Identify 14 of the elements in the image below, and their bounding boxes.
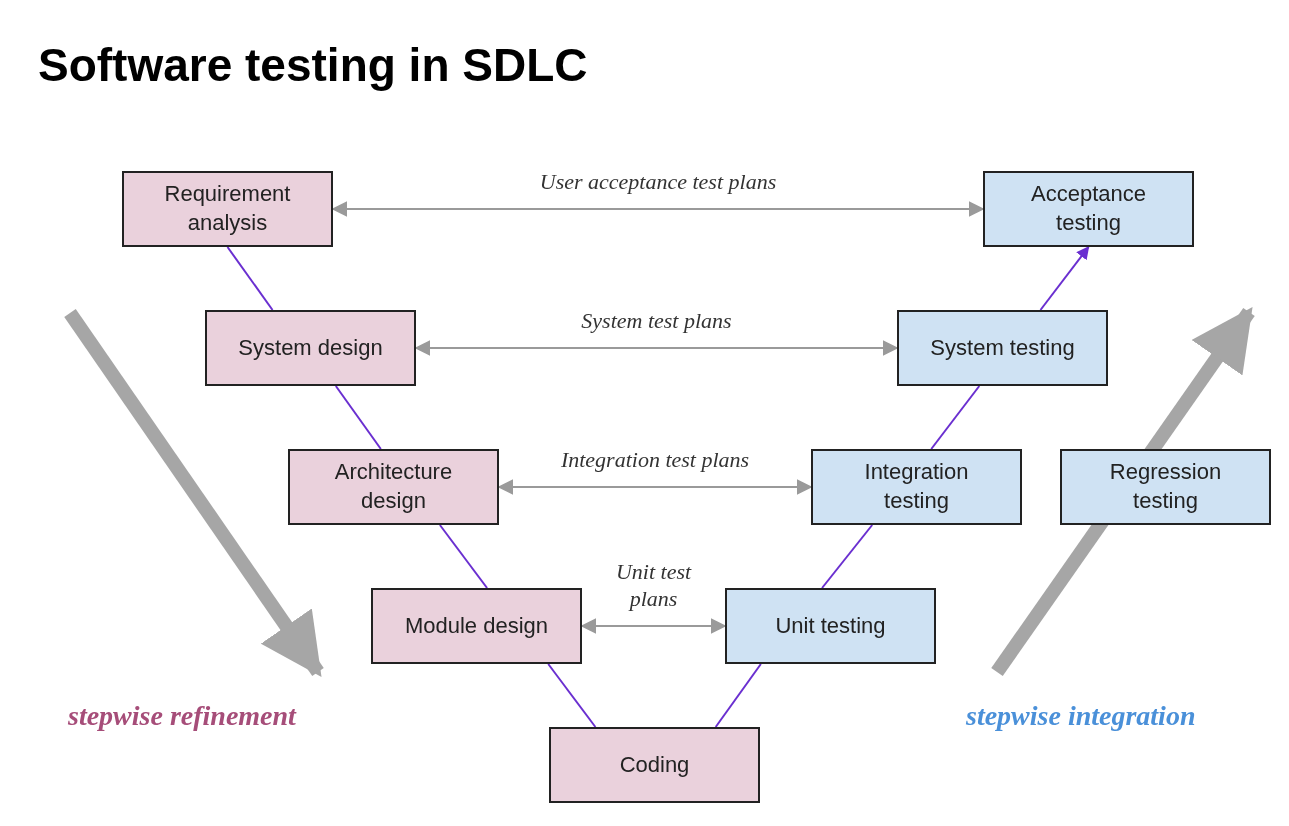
arrow [1039, 245, 1090, 311]
process-box: Regression testing [1060, 449, 1271, 525]
direction-label: stepwise refinement [68, 700, 296, 732]
process-box: System testing [897, 310, 1108, 386]
direction-label: stepwise integration [966, 700, 1196, 732]
process-box: Unit testing [725, 588, 936, 664]
process-box: Module design [371, 588, 582, 664]
title: Software testing in SDLC [38, 38, 588, 92]
process-box: System design [205, 310, 416, 386]
process-box: Acceptance testing [983, 171, 1194, 247]
process-box: Architecture design [288, 449, 499, 525]
process-box: Integration testing [811, 449, 1022, 525]
process-box: Requirement analysis [122, 171, 333, 247]
process-box: Coding [549, 727, 760, 803]
